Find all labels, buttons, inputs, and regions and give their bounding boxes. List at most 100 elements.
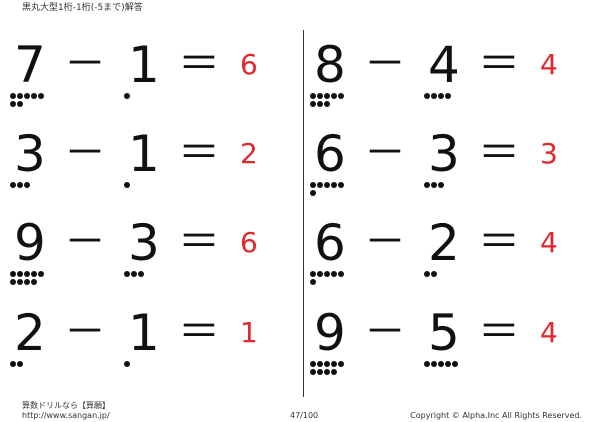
- equals-sign: ＝: [178, 217, 221, 266]
- counter-dot: [38, 93, 44, 99]
- counter-dot: [310, 93, 316, 99]
- minuend: 7: [14, 36, 46, 94]
- counter-dot: [331, 361, 337, 367]
- problem-4: 2－1＝1: [8, 303, 288, 383]
- minuend: 6: [314, 214, 346, 272]
- counter-dot: [124, 182, 130, 188]
- equals-sign: ＝: [178, 128, 221, 177]
- column-divider: [303, 30, 304, 397]
- minus-sign: －: [64, 39, 107, 88]
- counter-dot: [331, 182, 337, 188]
- counter-dot: [17, 93, 23, 99]
- equals-sign: ＝: [478, 39, 521, 88]
- minus-sign: －: [364, 39, 407, 88]
- counter-dot: [331, 369, 337, 375]
- minuend: 2: [14, 304, 46, 362]
- counter-dot: [24, 182, 30, 188]
- counter-dot: [24, 93, 30, 99]
- counter-dot: [431, 93, 437, 99]
- counter-dot: [17, 182, 23, 188]
- counter-dot: [438, 93, 444, 99]
- counter-dot: [10, 101, 16, 107]
- counter-dot: [10, 271, 16, 277]
- minus-sign: －: [64, 128, 107, 177]
- footer-url-link[interactable]: http://www.sangan.jp/: [22, 411, 110, 420]
- counter-dot: [131, 271, 137, 277]
- minuend: 3: [14, 125, 46, 183]
- counter-dot: [438, 182, 444, 188]
- problem-3: 9 － 3 ＝ 6: [8, 213, 288, 293]
- problem-6: 6 － 3 ＝ 3: [308, 124, 588, 204]
- equals-sign: ＝: [478, 307, 521, 356]
- counter-dot: [324, 182, 330, 188]
- counter-dot: [331, 93, 337, 99]
- counter-dot: [310, 101, 316, 107]
- subtrahend: 1: [128, 125, 160, 183]
- counter-dot: [317, 93, 323, 99]
- footer-copyright: Copyright © Alpha.Inc All Rights Reserve…: [410, 411, 582, 420]
- equals-sign: ＝: [478, 128, 521, 177]
- counter-dot: [31, 93, 37, 99]
- problem-7: 6－2＝4: [308, 213, 588, 293]
- minuend: 9: [314, 304, 346, 362]
- page-title: 黒丸大型1桁-1桁(-5まで)解答: [22, 3, 143, 13]
- problem-5: 8－4＝4: [308, 35, 588, 115]
- footer-page-number: 47/100: [290, 411, 319, 420]
- counter-dot: [338, 93, 344, 99]
- minus-sign: －: [364, 128, 407, 177]
- counter-dot: [324, 101, 330, 107]
- answer: 4: [540, 48, 558, 81]
- subtrahend: 3: [128, 214, 160, 272]
- counter-dot: [324, 361, 330, 367]
- equals-sign: ＝: [178, 307, 221, 356]
- counter-dot: [17, 101, 23, 107]
- minuend: 6: [314, 125, 346, 183]
- counter-dot: [10, 93, 16, 99]
- counter-dot: [317, 361, 323, 367]
- counter-dot: [331, 271, 337, 277]
- counter-dot: [310, 279, 316, 285]
- counter-dot: [38, 271, 44, 277]
- counter-dot: [31, 271, 37, 277]
- counter-dot: [124, 93, 130, 99]
- subtrahend: 2: [428, 214, 460, 272]
- counter-dot: [24, 271, 30, 277]
- answer: 6: [240, 226, 258, 259]
- counter-dot: [438, 361, 444, 367]
- counter-dot: [424, 93, 430, 99]
- counter-dot: [310, 271, 316, 277]
- answer: 4: [540, 316, 558, 349]
- problem-1: 7－1＝6: [8, 35, 288, 115]
- answer: 3: [540, 137, 558, 170]
- counter-dot: [124, 361, 130, 367]
- counter-dot: [124, 271, 130, 277]
- counter-dot: [10, 182, 16, 188]
- counter-dot: [317, 182, 323, 188]
- counter-dot: [24, 279, 30, 285]
- problem-2: 3－1＝2: [8, 124, 288, 204]
- counter-dot: [338, 361, 344, 367]
- counter-dot: [324, 93, 330, 99]
- counter-dot: [338, 182, 344, 188]
- counter-dot: [324, 369, 330, 375]
- counter-dot: [138, 271, 144, 277]
- counter-dot: [445, 93, 451, 99]
- subtrahend: 1: [128, 304, 160, 362]
- counter-dot: [310, 361, 316, 367]
- minus-sign: －: [64, 307, 107, 356]
- subtrahend: 5: [428, 304, 460, 362]
- minuend: 9: [14, 214, 46, 272]
- subtrahend: 4: [428, 36, 460, 94]
- counter-dot: [424, 271, 430, 277]
- counter-dot: [17, 361, 23, 367]
- counter-dot: [431, 271, 437, 277]
- counter-dot: [17, 271, 23, 277]
- counter-dot: [445, 361, 451, 367]
- counter-dot: [424, 182, 430, 188]
- subtrahend: 3: [428, 125, 460, 183]
- counter-dot: [310, 190, 316, 196]
- counter-dot: [431, 182, 437, 188]
- problem-8: 9－5＝4: [308, 303, 588, 383]
- minus-sign: －: [64, 217, 107, 266]
- footer-site-name: 算数ドリルなら【算願】: [22, 401, 110, 410]
